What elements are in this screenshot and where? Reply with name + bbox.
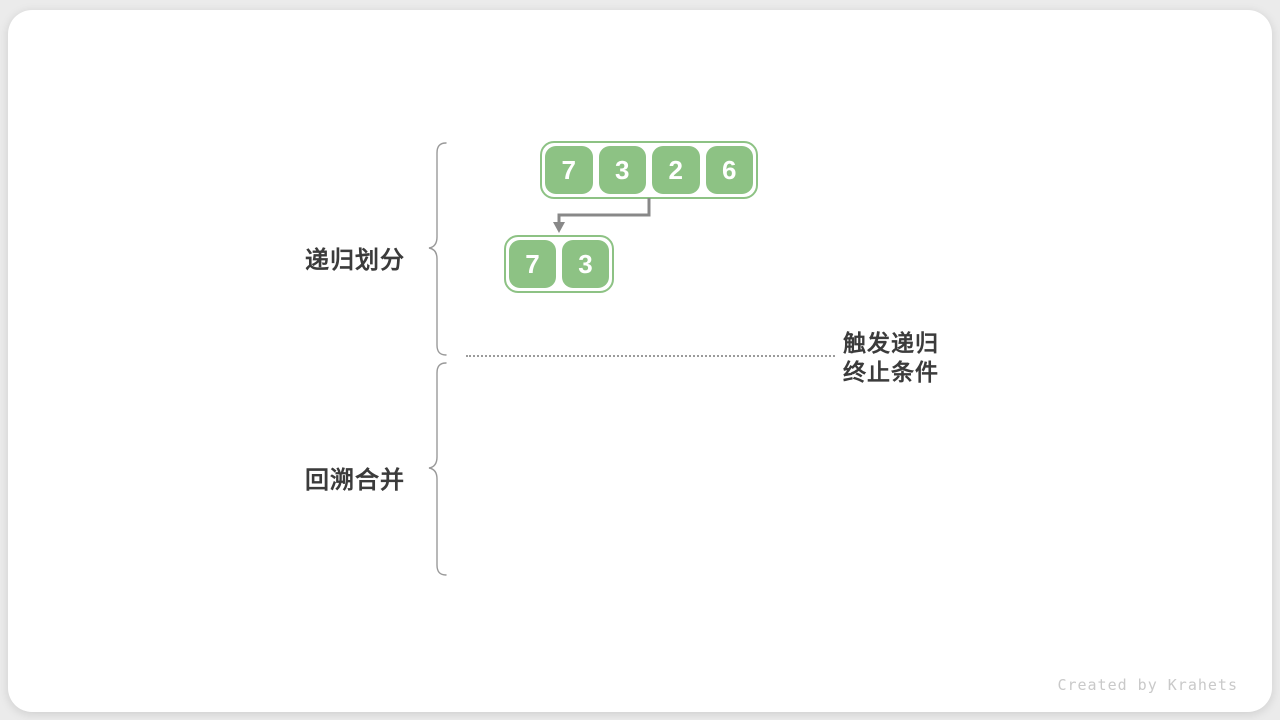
brace-recursive-partition-icon [428,142,447,356]
diagram-card: 递归划分 回溯合并 7 3 2 6 7 3 触发递归 终止条件 Created … [8,10,1272,712]
array-cell: 6 [705,146,753,194]
partition-arrow-icon [553,198,651,233]
array-cell: 2 [652,146,700,194]
brace-backtrack-merge-icon [428,362,447,576]
termination-annotation: 触发递归 终止条件 [843,329,939,387]
termination-annotation-line2: 终止条件 [843,359,939,385]
phase-divider-dotted-line [466,355,835,357]
array-cell: 7 [509,240,556,288]
phase-label-backtrack-merge: 回溯合并 [305,467,405,494]
array-cell: 3 [562,240,609,288]
array-cell: 7 [545,146,593,194]
termination-annotation-line1: 触发递归 [843,330,939,356]
array-level2: 7 3 [504,235,614,293]
array-level1: 7 3 2 6 [540,141,758,199]
array-cell: 3 [598,146,646,194]
watermark-credit: Created by Krahets [1057,676,1238,694]
phase-label-recursive-partition: 递归划分 [305,247,405,274]
